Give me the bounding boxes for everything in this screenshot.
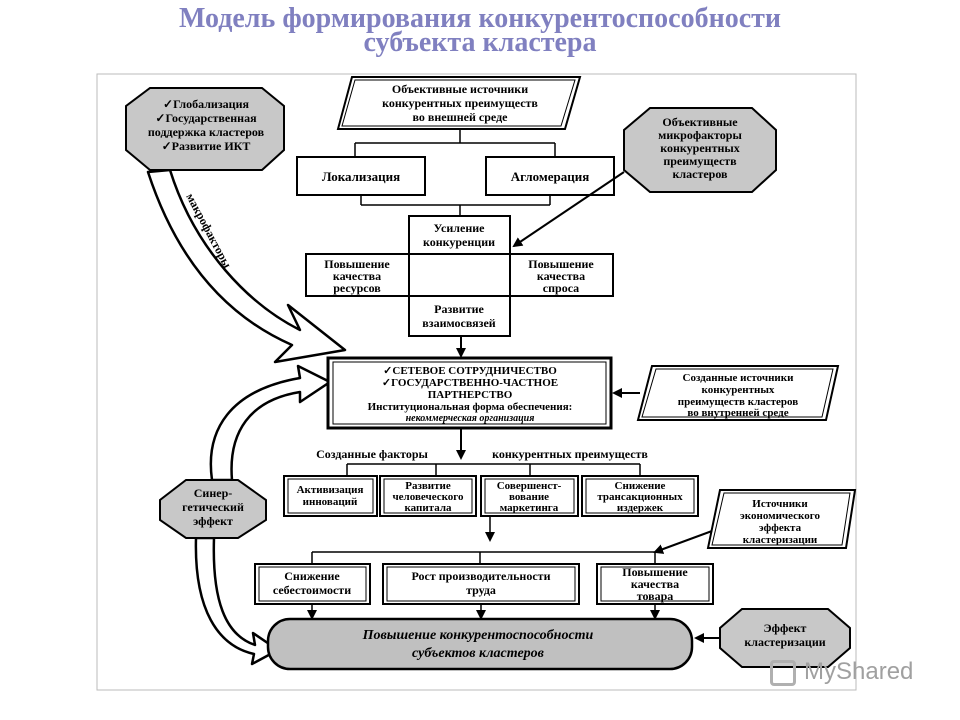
page-title: Модель формирования конкурентоспособност… — [178, 3, 782, 34]
micro-factors-octagon — [623, 107, 777, 193]
objective-sources-line3: во внешней среде — [413, 110, 509, 124]
result-cost-line2: себестоимости — [273, 583, 351, 597]
synergy-octagon — [159, 479, 267, 539]
network-box — [326, 356, 613, 430]
factor-marketing-box — [480, 475, 579, 517]
cluster-effect-octagon — [719, 608, 851, 668]
macro-item-globalization: ✓Глобализация — [163, 97, 249, 111]
objective-sources-parallelogram — [336, 76, 582, 130]
agglomeration-box — [485, 156, 615, 196]
factor-marketing-line1: Совершенст- — [497, 480, 562, 492]
result-cost-box — [254, 563, 371, 605]
factor-innovation-line1: Активизация — [297, 484, 364, 496]
relations-line2: взаимосвязей — [422, 316, 496, 330]
watermark: MyShared — [770, 658, 940, 692]
synergy-up-arrow — [209, 364, 332, 482]
resources-line1: Повышение — [324, 257, 390, 271]
factor-innovation-line2: инноваций — [303, 496, 358, 508]
agglomeration-label: Агломерация — [511, 169, 590, 184]
page-subtitle: субъекта кластера — [363, 27, 597, 58]
result-productivity-line2: труда — [466, 583, 496, 597]
watermark-logo-icon — [770, 660, 796, 686]
internal-line4: во внутренней среде — [687, 407, 788, 419]
diagram-frame — [96, 73, 857, 691]
demand-line1: Повышение — [528, 257, 594, 271]
factor-transaction-box — [581, 475, 699, 517]
internal-sources-parallelogram — [636, 365, 840, 421]
macro-item-state: ✓Государственная — [155, 111, 257, 125]
macro-factors-octagon — [125, 87, 285, 171]
network-line1: ✓СЕТЕВОЕ СОТРУДНИЧЕСТВО — [383, 365, 557, 377]
economic-line3: эффекта — [759, 522, 802, 534]
micro-line1: Объективные — [662, 115, 738, 129]
factor-human-line1: Развитие — [405, 480, 451, 492]
micro-line5: кластеров — [672, 167, 728, 181]
network-line3: ПАРТНЕРСТВО — [428, 389, 513, 401]
synergy-line2: гетический — [182, 500, 244, 514]
micro-to-competition-arrow — [512, 171, 625, 248]
factor-human-line3: капитала — [404, 502, 452, 514]
cluster-effect-line2: кластеризации — [744, 635, 825, 649]
demand-line3: спроса — [543, 281, 579, 295]
objective-sources-line1: Объективные источники — [392, 82, 528, 96]
result-productivity-line1: Рост производительности — [412, 569, 551, 583]
factor-human-line2: человеческого — [392, 491, 464, 503]
network-line4: Институциональная форма обеспечения: — [368, 401, 573, 413]
economic-sources-parallelogram — [706, 489, 857, 549]
economic-line1: Источники — [752, 498, 808, 510]
resources-line2: качества — [333, 269, 381, 283]
factor-transaction-line2: трансакционных — [597, 491, 683, 503]
micro-line2: микрофакторы — [658, 128, 742, 142]
result-quality-line2: качества — [631, 577, 679, 591]
network-line5: некоммерческая организация — [406, 413, 535, 424]
synergy-line1: Синер- — [194, 486, 233, 500]
competition-line1: Усиление — [434, 221, 486, 235]
final-line2: субъектов кластеров — [412, 646, 545, 661]
economic-line2: экономического — [740, 510, 820, 522]
localization-label: Локализация — [322, 169, 400, 184]
internal-line3: преимуществ кластеров — [678, 396, 798, 408]
factor-marketing-line3: маркетинга — [500, 502, 559, 514]
objective-sources-line2: конкурентных преимуществ — [382, 96, 538, 110]
center-empty-box — [408, 253, 511, 297]
competition-box — [408, 215, 511, 255]
watermark-text: MyShared — [804, 658, 914, 685]
created-factors-left: Созданные факторы — [316, 447, 428, 461]
factor-human-capital-box — [379, 475, 477, 517]
final-line1: Повышение конкурентоспособности — [362, 628, 594, 643]
final-competitiveness-box — [266, 617, 694, 671]
macro-item-state-support: поддержка кластеров — [148, 125, 265, 139]
relations-line1: Развитие — [434, 302, 484, 316]
macro-item-ict: ✓Развитие ИКТ — [162, 139, 251, 153]
network-line2: ✓ГОСУДАРСТВЕННО-ЧАСТНОЕ — [382, 377, 558, 389]
demand-line2: качества — [537, 269, 585, 283]
demand-quality-box — [509, 253, 614, 297]
resources-line3: ресурсов — [333, 281, 381, 295]
synergy-line3: эффект — [193, 514, 233, 528]
micro-line4: преимуществ — [663, 154, 737, 168]
created-factors-right: конкурентных преимуществ — [492, 447, 648, 461]
localization-box — [296, 156, 426, 196]
factor-transaction-line3: издержек — [617, 502, 664, 514]
relations-box — [408, 295, 511, 337]
competition-line2: конкуренции — [423, 235, 495, 249]
cluster-effect-line1: Эффект — [764, 621, 807, 635]
factor-transaction-line1: Снижение — [615, 480, 666, 492]
economic-to-results-arrow — [653, 530, 713, 554]
economic-line4: кластеризации — [743, 534, 818, 546]
micro-line3: конкурентных — [660, 141, 740, 155]
internal-line1: Созданные источники — [683, 372, 795, 384]
factor-innovation-box — [283, 475, 378, 517]
result-cost-line1: Снижение — [284, 569, 340, 583]
factor-marketing-line2: вование — [509, 491, 549, 503]
result-quality-line3: товара — [637, 589, 674, 603]
macro-factors-arrow — [146, 168, 347, 364]
result-quality-line1: Повышение — [622, 565, 688, 579]
internal-line2: конкурентных — [702, 384, 775, 396]
